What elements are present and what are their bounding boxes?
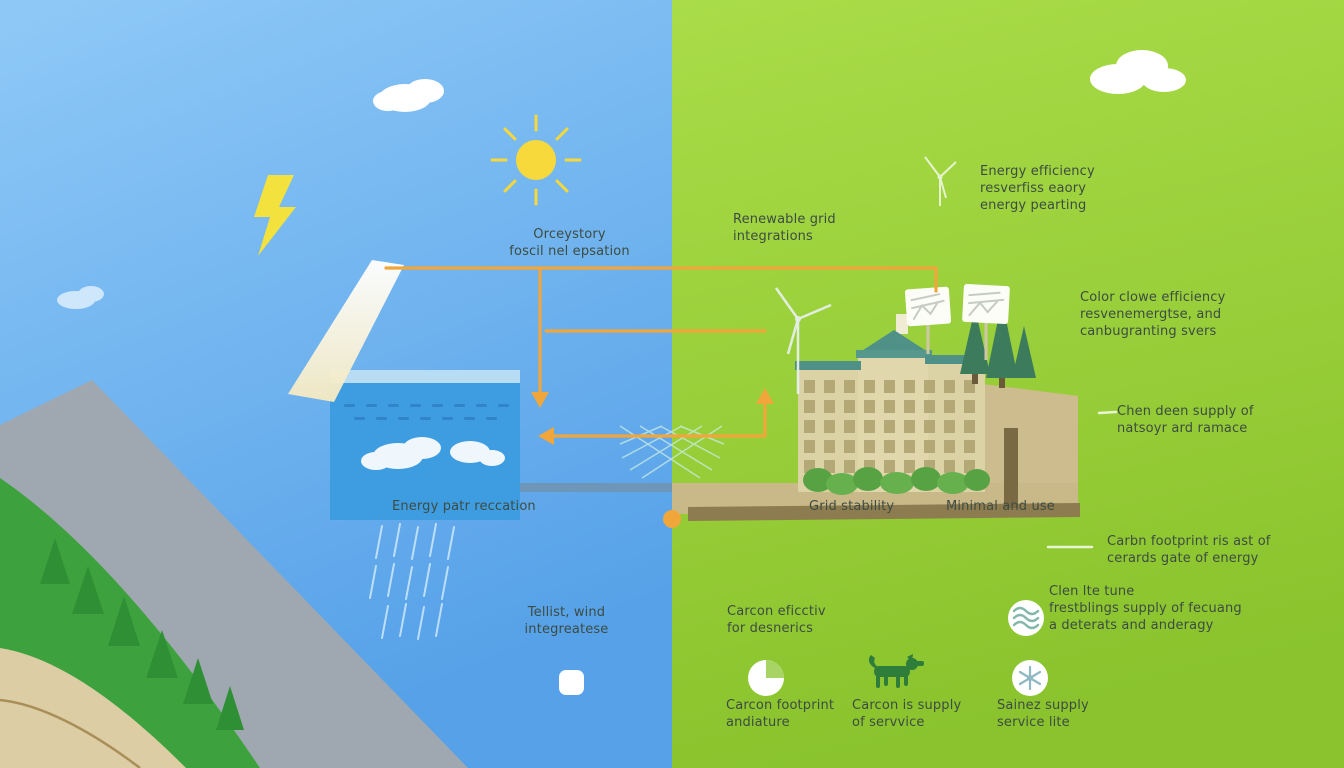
roof-center <box>856 350 932 358</box>
cloud-icon-right <box>1090 50 1186 94</box>
roof-left <box>795 361 861 370</box>
sand-edge-line <box>0 698 141 768</box>
label-clean-future: Clen lte tune frestblings supply of fecu… <box>1049 584 1242 634</box>
building-windows <box>804 380 982 474</box>
sign-boards <box>904 283 1010 360</box>
sun-icon <box>490 114 582 206</box>
lightning-bolt-icon <box>254 175 296 256</box>
label-service-life: Sainez supply service lite <box>997 698 1089 731</box>
chimney <box>896 314 908 334</box>
ground-strip-dark <box>688 503 1080 521</box>
pine-trees-right <box>960 300 1036 388</box>
dam-spillway <box>288 260 404 402</box>
label-color-efficiency: Color clowe efficiency resvenemergtse, a… <box>1080 290 1226 340</box>
pie-chart-icon <box>748 660 784 696</box>
waves-icon <box>1008 600 1044 636</box>
bushes <box>803 467 990 495</box>
right-panel-background <box>672 0 1344 768</box>
label-carbon-effective: Carcon eficctiv for desnerics <box>727 604 826 637</box>
sign-left <box>904 286 952 327</box>
roof-gable <box>860 330 928 352</box>
orange-dot-icon <box>663 510 681 528</box>
reservoir-clouds <box>361 437 505 470</box>
wind-turbine-icon-building <box>774 287 832 394</box>
label-grid-stability: Grid stability <box>809 499 895 514</box>
dog-icon <box>868 654 924 688</box>
arrow-left-icon <box>538 427 554 445</box>
sign-right <box>962 283 1010 325</box>
dark-pillar <box>1004 428 1018 508</box>
label-energy-efficiency: Energy efficiency resverfiss eaory energ… <box>980 164 1095 214</box>
sand-bank <box>0 648 186 768</box>
label-carbon-supply: Carcon is supply of servvice <box>852 698 962 731</box>
label-carbon-footprint-rate: Carbn footprint ris ast of cerards gate … <box>1107 534 1271 567</box>
rain-streaks <box>369 523 455 640</box>
label-minimal-land-use: Minimal and use <box>946 499 1055 514</box>
green-building <box>795 314 990 495</box>
dash-line-supply <box>1097 410 1118 415</box>
pine-trees-left <box>40 538 244 730</box>
roof-right <box>925 355 987 364</box>
reservoir <box>330 370 520 520</box>
wind-turbine-icon-sky <box>924 156 957 206</box>
white-square-icon <box>559 670 584 695</box>
flow-lines <box>384 266 938 438</box>
label-wind-integration: Tellist, wind integreatese <box>524 605 609 638</box>
cloud-icon-small <box>57 286 104 309</box>
label-energy-generation: Energy patr reccation <box>392 499 536 514</box>
label-carbon-footprint: Carcon footprint andiature <box>726 698 835 731</box>
label-clean-supply: Chen deen supply of natsoyr ard ramace <box>1117 404 1254 437</box>
arrow-up-icon <box>756 388 774 404</box>
atom-icon <box>1012 660 1048 696</box>
cloud-icon-left <box>373 79 444 112</box>
flow-arrowheads <box>531 388 774 445</box>
label-dam-generation: Orceystory foscil nel epsation <box>509 227 630 260</box>
label-renewable-grid: Renewable grid integrations <box>733 212 836 245</box>
arrow-down-icon <box>531 392 549 408</box>
